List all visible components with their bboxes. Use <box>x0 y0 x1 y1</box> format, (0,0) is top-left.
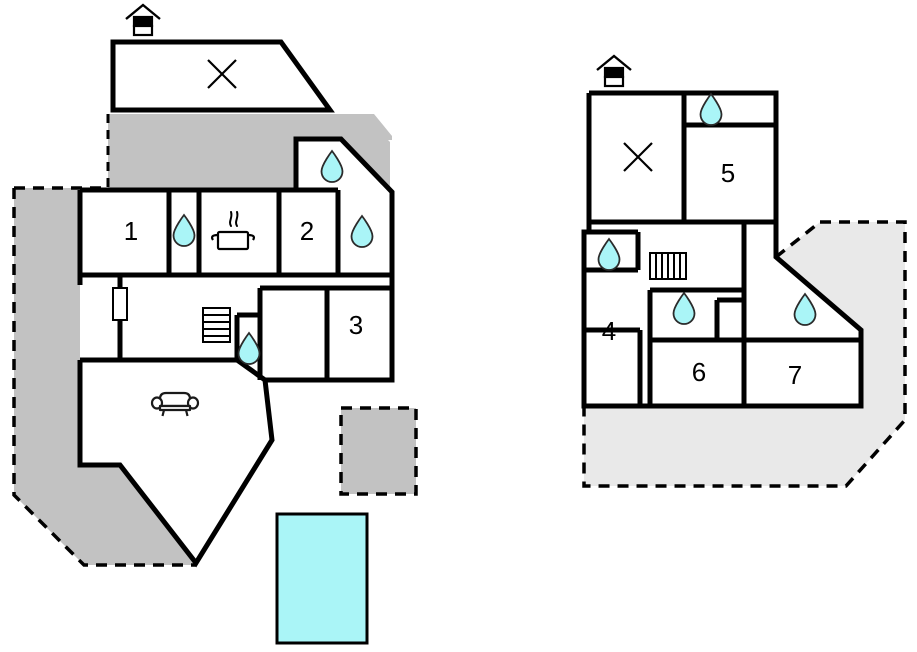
first-floor-body <box>581 90 864 409</box>
ground-floor-body <box>77 136 395 568</box>
swimming-pool <box>275 512 369 645</box>
room-number-5: 5 <box>721 158 735 188</box>
stairs-icon <box>202 307 231 343</box>
room-number-1: 1 <box>124 216 138 246</box>
house-icon <box>595 54 633 88</box>
house-icon <box>124 3 162 37</box>
room-number-2: 2 <box>300 216 314 246</box>
room-number-6: 6 <box>692 357 706 387</box>
room-number-3: 3 <box>349 310 363 340</box>
first-floor-plan: 4 5 6 7 <box>581 54 907 488</box>
ground-floor-plan: 1 2 3 <box>12 3 418 645</box>
room-number-4: 4 <box>602 316 616 346</box>
garage-block <box>110 39 335 113</box>
room-number-7: 7 <box>788 360 802 390</box>
door-opening-icon <box>112 287 128 321</box>
stairs-icon <box>649 252 687 280</box>
shed-outbuilding <box>339 406 418 496</box>
